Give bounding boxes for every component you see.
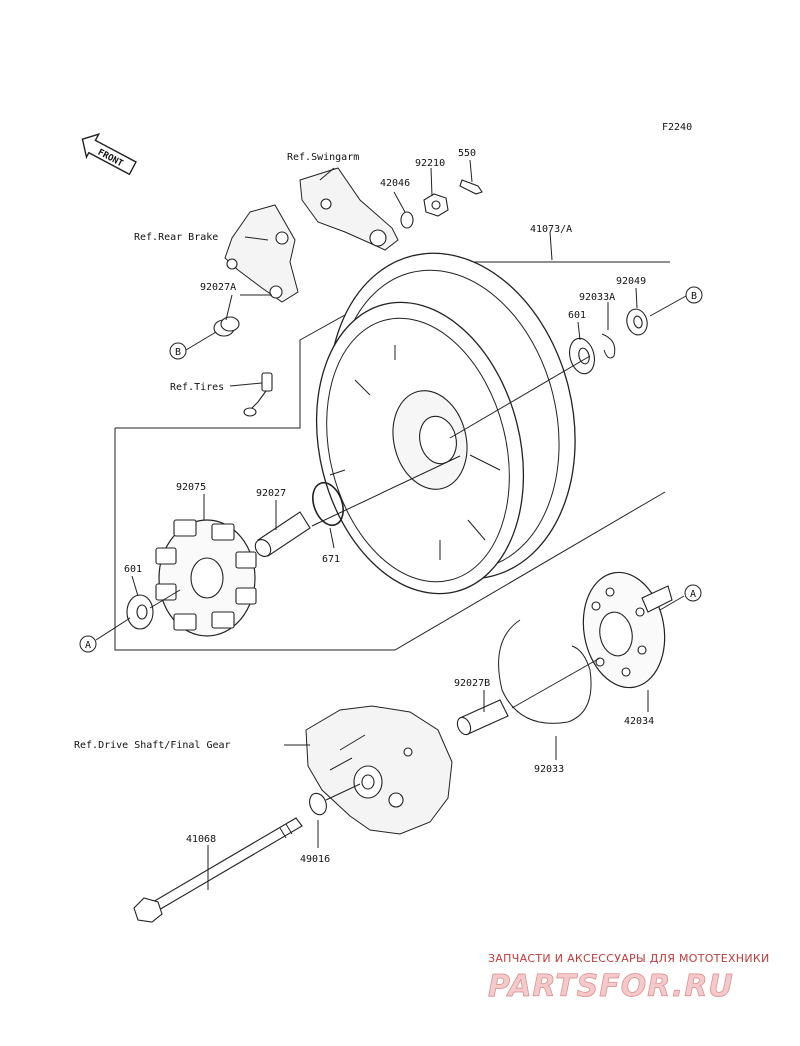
part-601-left-label: 601 bbox=[124, 564, 142, 575]
seal-92049 bbox=[626, 308, 648, 336]
axle-nut bbox=[423, 193, 449, 217]
leader-lines bbox=[95, 159, 687, 890]
sleeve-92027 bbox=[254, 511, 311, 557]
sleeve-92027b bbox=[456, 699, 509, 736]
ref-drive-shaft-label: Ref.Drive Shaft/Final Gear bbox=[74, 740, 231, 751]
bearing-601-top bbox=[569, 337, 595, 375]
part-92210-label: 92210 bbox=[415, 158, 445, 169]
marker-b-left: B bbox=[169, 342, 187, 360]
circlip-92033 bbox=[498, 619, 592, 724]
rear-brake-bracket bbox=[224, 204, 299, 303]
part-92027a-label: 92027A bbox=[200, 282, 236, 293]
damper-92075 bbox=[155, 519, 257, 637]
svg-text:A: A bbox=[85, 640, 91, 651]
part-92033a-label: 92033A bbox=[579, 292, 615, 303]
valve-stem bbox=[243, 372, 273, 417]
final-gear-case bbox=[305, 705, 453, 835]
svg-text:B: B bbox=[175, 347, 181, 358]
washer-49016 bbox=[309, 792, 327, 816]
ref-swingarm-label: Ref.Swingarm bbox=[287, 152, 359, 163]
swingarm-bracket bbox=[299, 167, 399, 251]
part-49016-label: 49016 bbox=[300, 854, 330, 865]
marker-a-left: A bbox=[79, 635, 97, 653]
part-92027-label: 92027 bbox=[256, 488, 286, 499]
washer-42046 bbox=[400, 211, 414, 229]
bearing-601-left bbox=[126, 594, 154, 630]
part-41073a-label: 41073/A bbox=[530, 224, 572, 235]
o-ring-671 bbox=[312, 481, 344, 527]
figure-code: F2240 bbox=[662, 122, 692, 133]
part-42046-label: 42046 bbox=[380, 178, 410, 189]
ref-tires-label: Ref.Tires bbox=[170, 382, 224, 393]
part-92027b-label: 92027B bbox=[454, 678, 490, 689]
part-671-label: 671 bbox=[322, 554, 340, 565]
part-601-top-label: 601 bbox=[568, 310, 586, 321]
cotter-pin-550 bbox=[459, 179, 483, 195]
part-550-label: 550 bbox=[458, 148, 476, 159]
wheel-group-outline bbox=[115, 261, 670, 429]
svg-text:A: A bbox=[690, 589, 696, 600]
axle-41068 bbox=[133, 817, 303, 923]
collar-92027a bbox=[213, 316, 240, 337]
part-42034-label: 42034 bbox=[624, 716, 654, 727]
watermark-tagline: ЗАПЧАСТИ И АКСЕССУАРЫ ДЛЯ МОТОТЕХНИКИ bbox=[488, 952, 770, 965]
svg-text:B: B bbox=[691, 291, 697, 302]
ref-rear-brake-label: Ref.Rear Brake bbox=[134, 232, 218, 243]
marker-b-right: B bbox=[685, 286, 703, 304]
part-41068-label: 41068 bbox=[186, 834, 216, 845]
rear-wheel-rim bbox=[315, 252, 576, 595]
watermark-brand: PARTSFOR.RU bbox=[488, 969, 734, 1004]
part-92075-label: 92075 bbox=[176, 482, 206, 493]
circlip-92033a bbox=[601, 333, 616, 359]
coupling-42034 bbox=[582, 571, 673, 689]
damper-group-outline bbox=[114, 428, 666, 651]
front-arrow-icon: FRONT bbox=[81, 133, 137, 176]
part-92049-label: 92049 bbox=[616, 276, 646, 287]
part-92033-label: 92033 bbox=[534, 764, 564, 775]
marker-a-right: A bbox=[684, 584, 702, 602]
